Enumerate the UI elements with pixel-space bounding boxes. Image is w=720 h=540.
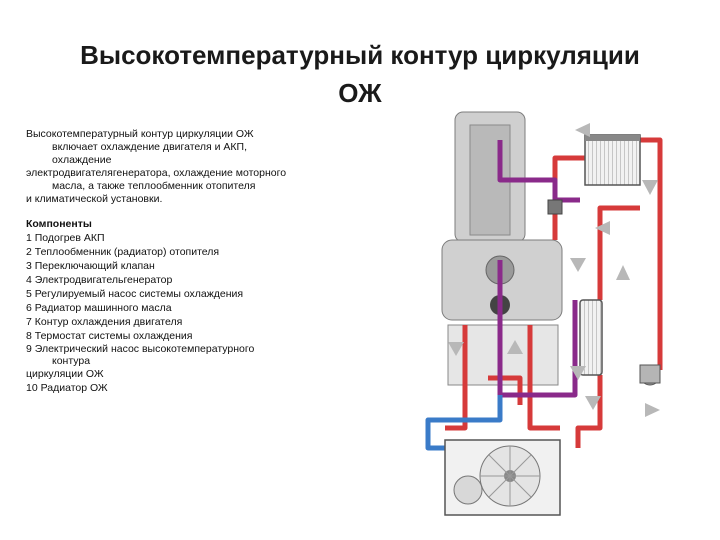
component-item: 9 Электрический насос высокотемпературно… (26, 343, 255, 355)
coolant-radiator (444, 439, 561, 516)
switch-valve (547, 199, 563, 215)
components-heading: Компоненты (26, 218, 92, 230)
component-item: 8 Термостат системы охлаждения (26, 330, 193, 342)
description-line: включает охлаждение двигателя и АКП, (52, 141, 247, 153)
oil-cooler (579, 299, 603, 376)
description-block: Высокотемпературный контур циркуляции ОЖ… (26, 128, 346, 395)
description-line: Высокотемпературный контур циркуляции ОЖ (26, 128, 254, 140)
component-item: циркуляции ОЖ (26, 368, 104, 380)
purple-circuit (497, 140, 580, 398)
component-item: 1 Подогрев АКП (26, 232, 105, 244)
description-line: охлаждение (52, 154, 112, 166)
component-item: контура (52, 355, 91, 367)
components-list: 1 Подогрев АКП 2 Теплообменник (радиатор… (26, 231, 346, 395)
flow-arrows (448, 123, 660, 417)
component-item: 10 Радиатор ОЖ (26, 382, 108, 394)
description-line: электродвигателягенератора, охлаждение м… (26, 167, 287, 179)
page-title: Высокотемпературный контур циркуляции ОЖ (20, 36, 700, 112)
component-item: 4 Электродвигательгенератор (26, 274, 173, 286)
electric-pump (639, 364, 661, 386)
description-line: и климатической установки. (26, 193, 163, 205)
component-item: 6 Радиатор машинного масла (26, 302, 172, 314)
heater-exchanger (584, 134, 641, 186)
component-item: 3 Переключающий клапан (26, 260, 155, 272)
component-item: 7 Контур охлаждения двигателя (26, 316, 183, 328)
title-line-2: ОЖ (338, 78, 382, 108)
cooling-circuit-diagram (425, 111, 663, 516)
component-item: 2 Теплообменник (радиатор) отопителя (26, 246, 220, 258)
description-line: масла, а также теплообменник отопителя (52, 180, 256, 192)
cold-line (425, 395, 503, 451)
component-item: 5 Регулируемый насос системы охлаждения (26, 288, 244, 300)
title-line-1: Высокотемпературный контур циркуляции (80, 40, 640, 70)
